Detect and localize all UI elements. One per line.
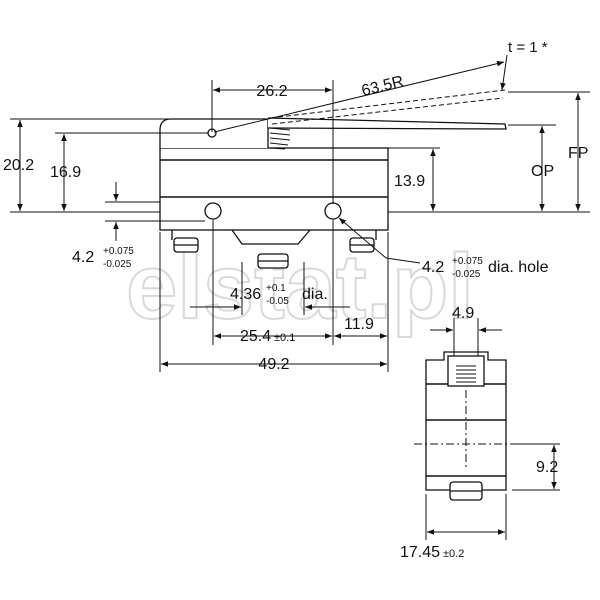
label-hole-left-minus: -0.025 — [103, 259, 132, 270]
front-spring — [456, 365, 476, 383]
label-26-2: 26.2 — [256, 83, 287, 100]
mounting-hole-left — [204, 202, 222, 220]
label-hole-left-main: 4.2 — [72, 249, 94, 266]
side-view-labels: t = 1 * 63.5R 26.2 20.2 16.9 13.9 OP FP … — [3, 39, 588, 373]
label-terminal-plus: +0.1 — [266, 283, 286, 294]
front-view — [425, 351, 507, 501]
label-terminal-minus: -0.05 — [266, 296, 289, 307]
side-view — [159, 89, 507, 269]
label-11-9: 11.9 — [344, 316, 374, 333]
lever-free-position — [269, 89, 506, 119]
mounting-hole-right — [324, 202, 342, 220]
label-16-9: 16.9 — [50, 164, 81, 181]
label-17-45-tol: ±0.2 — [443, 548, 464, 560]
label-hole-right-minus: -0.025 — [452, 269, 481, 280]
label-20-2: 20.2 — [3, 157, 34, 174]
label-25-4-main: 25.4 — [240, 328, 271, 345]
body-bottom-profile — [171, 229, 377, 245]
label-hole-right-main: 4.2 — [422, 259, 444, 276]
front-plunger — [447, 355, 485, 387]
label-13-9: 13.9 — [394, 173, 425, 190]
front-view-labels: 4.9 9.2 17.45 ±0.2 — [400, 305, 558, 561]
front-view-dimensions — [414, 318, 560, 540]
label-fp: FP — [568, 145, 588, 162]
lever-arm — [267, 117, 507, 130]
label-49-2: 49.2 — [258, 356, 289, 373]
side-view-dimensions — [10, 54, 590, 372]
dim-line-63-5r — [213, 60, 505, 133]
label-9-2: 9.2 — [536, 459, 558, 476]
label-hole-left-plus: +0.075 — [103, 246, 134, 257]
spring — [269, 127, 291, 150]
label-terminal-suffix: dia. — [302, 286, 328, 303]
switch-body — [159, 147, 389, 231]
label-terminal-main: 4.36 — [230, 286, 261, 303]
label-op: OP — [531, 163, 554, 180]
label-4-9: 4.9 — [452, 305, 474, 322]
label-thickness: t = 1 * — [508, 39, 548, 56]
label-hole-right-plus: +0.075 — [452, 256, 483, 267]
label-25-4-tol: ±0.1 — [274, 332, 295, 344]
label-17-45-main: 17.45 — [400, 544, 440, 561]
label-radius: 63.5R — [360, 73, 406, 100]
label-hole-right-suffix: dia. hole — [488, 259, 549, 276]
